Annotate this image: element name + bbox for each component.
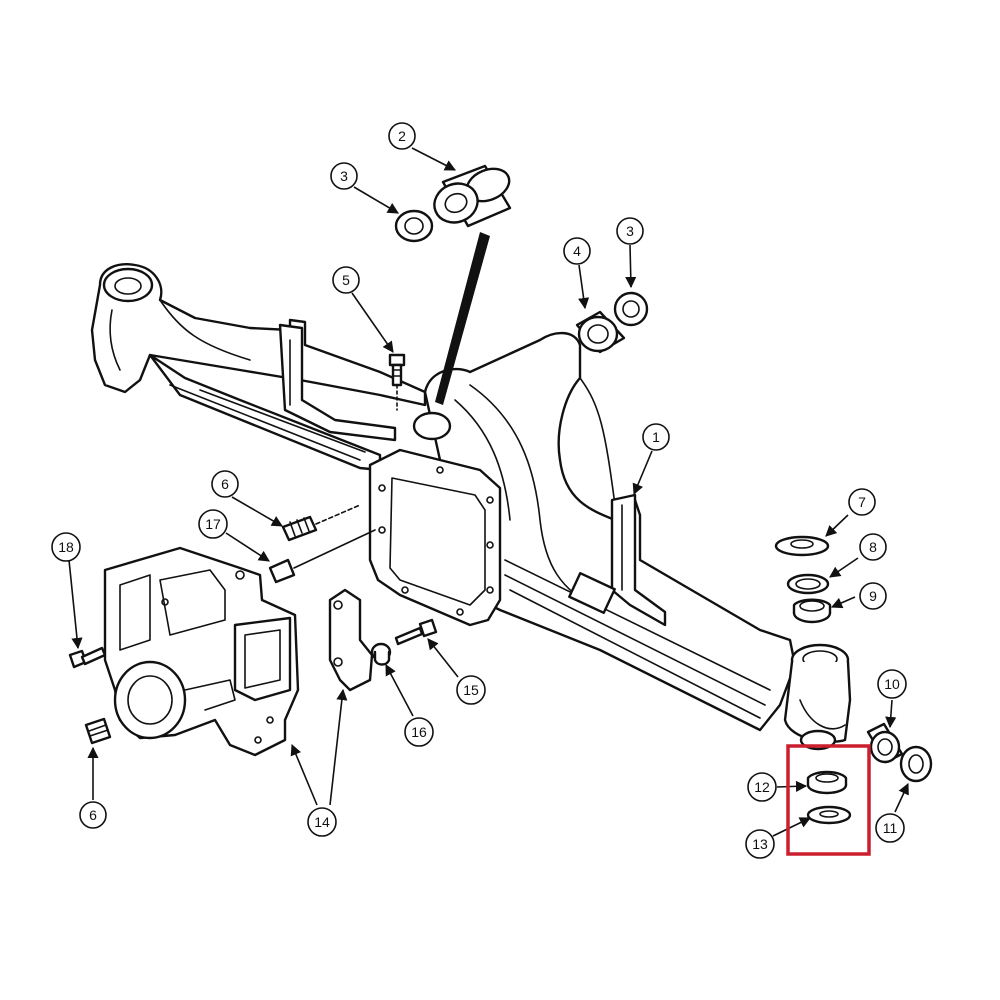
callout-16-label: 16 <box>411 724 427 740</box>
callout-4: 4 <box>563 237 591 265</box>
part-8-seal <box>786 573 830 595</box>
callout-8: 8 <box>859 533 887 561</box>
callout-6-lower-label: 6 <box>89 807 97 823</box>
part-6-stud-center <box>281 504 361 542</box>
callout-18-label: 18 <box>58 539 74 555</box>
part-17-pin <box>268 529 376 584</box>
callout-15-label: 15 <box>463 682 479 698</box>
part-13-washer <box>806 805 852 825</box>
callout-2-label: 2 <box>398 128 406 144</box>
part-5-grease-fitting <box>388 353 406 411</box>
callout-3-right-label: 3 <box>626 223 634 239</box>
callout-16: 16 <box>404 717 434 747</box>
part-12-bearing <box>806 770 848 795</box>
part-15-bolt <box>394 618 438 646</box>
part-3-washer-upper-right <box>613 291 649 327</box>
callout-4-label: 4 <box>573 243 581 259</box>
callout-14-label: 14 <box>314 814 330 830</box>
axle-housing <box>90 263 852 751</box>
part-4-bushing <box>575 310 626 354</box>
part-7-washer <box>774 535 830 557</box>
callout-5-label: 5 <box>342 272 350 288</box>
highlight-box <box>786 744 871 856</box>
callout-3-left-label: 3 <box>340 168 348 184</box>
callout-11: 11 <box>875 813 905 843</box>
callout-3-left: 3 <box>330 162 358 190</box>
callout-9: 9 <box>859 582 887 610</box>
part-14-bracket <box>328 588 374 692</box>
callout-7-label: 7 <box>858 494 866 510</box>
callout-8-label: 8 <box>869 539 877 555</box>
callout-15: 15 <box>456 675 486 705</box>
callout-12-label: 12 <box>754 779 770 795</box>
bore-pointer <box>435 232 490 405</box>
leader-lines <box>68 147 909 837</box>
part-14-gear-housing <box>103 546 300 757</box>
part-16-pin <box>370 642 392 666</box>
part-2-bushing <box>433 164 512 228</box>
callout-17-label: 17 <box>205 516 221 532</box>
callout-14: 14 <box>307 807 337 837</box>
callout-17: 17 <box>198 509 228 539</box>
part-18-bolt <box>68 646 107 669</box>
callout-13: 13 <box>745 829 775 859</box>
callout-6-center-label: 6 <box>221 476 229 492</box>
callout-7: 7 <box>848 488 876 516</box>
callout-1: 1 <box>642 423 670 451</box>
part-11-washer <box>899 745 933 783</box>
part-3-washer-upper-left <box>394 209 434 243</box>
callout-1-label: 1 <box>652 429 660 445</box>
part-6-stud-lower-left <box>84 717 112 745</box>
callout-13-label: 13 <box>752 836 768 852</box>
callout-12: 12 <box>747 772 777 802</box>
part-10-bushing <box>866 722 904 764</box>
callout-10: 10 <box>877 669 907 699</box>
callout-11-label: 11 <box>883 820 898 836</box>
callout-18: 18 <box>51 532 81 562</box>
callout-10-label: 10 <box>884 676 900 692</box>
callout-3-right: 3 <box>616 217 644 245</box>
callout-2: 2 <box>388 122 416 150</box>
part-9-bearing <box>792 598 832 624</box>
callout-6-center: 6 <box>211 470 239 498</box>
callout-6-lower: 6 <box>79 801 107 829</box>
callout-9-label: 9 <box>869 588 877 604</box>
callout-5: 5 <box>332 266 360 294</box>
